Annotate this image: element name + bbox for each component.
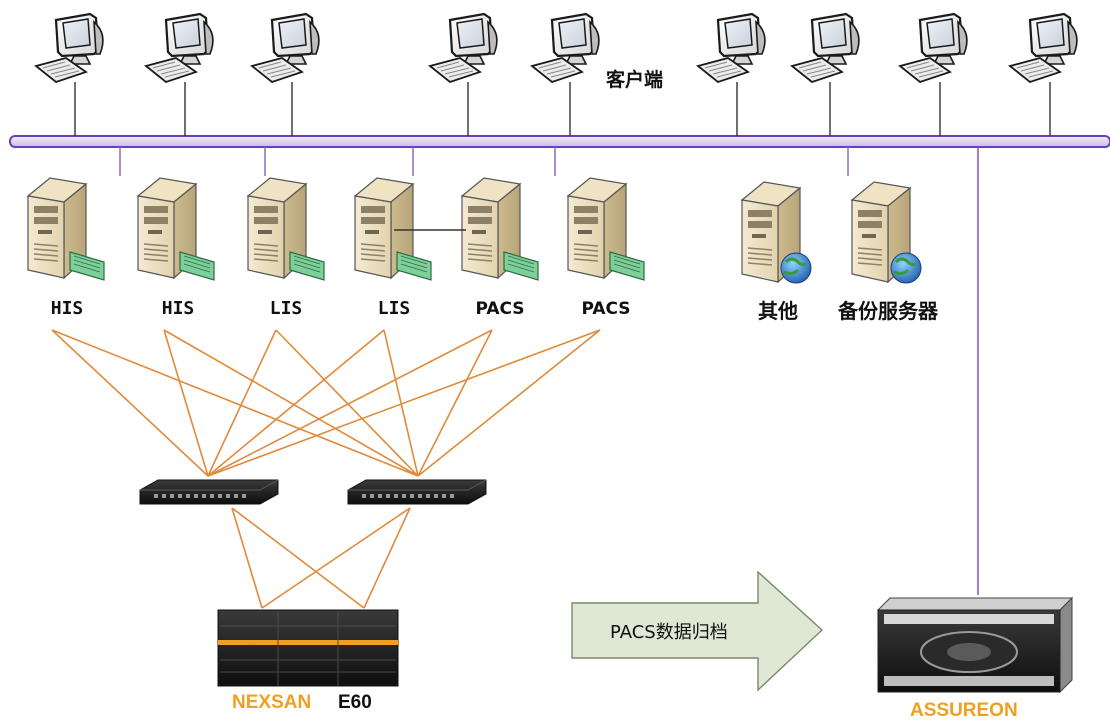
server-other	[741, 181, 812, 284]
nexsan-storage: NEXSAN E60	[217, 609, 399, 713]
server-labels: HIS HIS LIS LIS PACS PACS 其他 备份服务器	[51, 298, 939, 323]
server-label: PACS	[475, 299, 524, 319]
server-lis-2	[354, 177, 432, 281]
server-label: LIS	[378, 298, 411, 319]
server-his-1	[27, 177, 105, 281]
archive-arrow-label: PACS数据归档	[610, 622, 728, 643]
archive-arrow: PACS数据归档	[571, 570, 824, 692]
server-label: 其他	[758, 299, 798, 323]
client-label: 客户端	[606, 68, 663, 91]
client-computer-icon	[428, 12, 499, 84]
server-label: HIS	[51, 298, 84, 319]
fibre-switch-icon	[139, 479, 279, 505]
client-drop-lines	[74, 82, 1051, 136]
server-label: PACS	[581, 299, 630, 319]
server-label: LIS	[270, 298, 303, 319]
network-card-icon	[69, 251, 105, 281]
client-computer-icon	[144, 12, 215, 84]
client-computer-icon	[34, 12, 105, 84]
client-computer-icon	[1008, 12, 1079, 84]
network-card-icon	[179, 251, 215, 281]
assureon-appliance: ASSUREON	[876, 596, 1074, 721]
globe-icon	[780, 252, 812, 284]
other-servers	[741, 181, 922, 284]
server-drop-lines	[119, 147, 849, 176]
client-computer-icon	[790, 12, 861, 84]
application-servers	[27, 177, 645, 281]
fibre-switches	[139, 479, 487, 505]
client-computer-icon	[696, 12, 767, 84]
client-computer-icon	[530, 12, 601, 84]
network-card-icon	[609, 251, 645, 281]
client-computer-icon	[898, 12, 969, 84]
server-backup	[851, 181, 922, 284]
network-card-icon	[396, 251, 432, 281]
lan-backbone	[9, 135, 1110, 148]
server-pacs-1	[461, 177, 539, 281]
fibre-links	[51, 329, 601, 609]
storage-brand-word: NEXSAN	[232, 692, 311, 713]
fibre-switch-icon	[347, 479, 487, 505]
network-card-icon	[289, 251, 325, 281]
network-card-icon	[503, 251, 539, 281]
client-computers	[34, 12, 1079, 84]
globe-icon	[890, 252, 922, 284]
archive-brand: ASSUREON	[910, 700, 1018, 721]
client-computer-icon	[250, 12, 321, 84]
server-label: 备份服务器	[837, 299, 939, 323]
server-his-2	[137, 177, 215, 281]
server-pacs-2	[567, 177, 645, 281]
server-label: HIS	[162, 298, 195, 319]
server-lis-1	[247, 177, 325, 281]
storage-model-word: E60	[338, 692, 372, 713]
